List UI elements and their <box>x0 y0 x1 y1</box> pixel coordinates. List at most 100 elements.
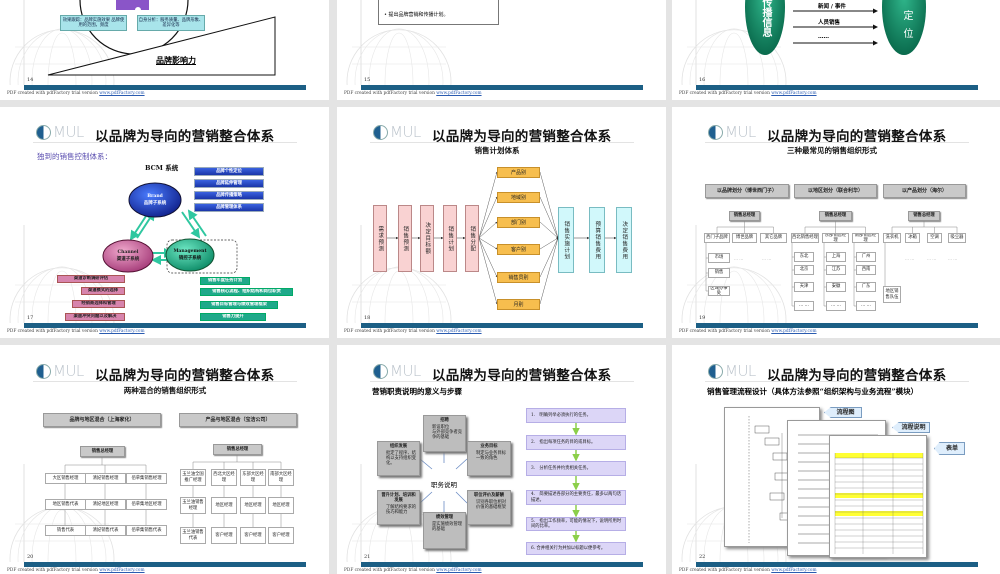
page-number: 17 <box>27 315 34 321</box>
pdf-footer: PDF created with pdfFactory trial versio… <box>7 91 145 96</box>
arrow-connector <box>181 211 201 239</box>
sales-plan-flow <box>387 171 617 305</box>
footer-link[interactable]: www.pdfFactory.com <box>771 91 817 96</box>
org-grandchild: 北京 <box>794 265 814 275</box>
arrow-connector <box>539 196 559 239</box>
left-grid-cell: 佰草集销售经理 <box>126 473 167 484</box>
footer-link[interactable]: www.pdfFactory.com <box>99 568 145 573</box>
right-grid-cell: 地区经理 <box>211 497 237 514</box>
step-box: 5. 指出工作频率，可能的情况下，说明所用时间的比率。 <box>526 517 626 531</box>
org-grandchild: … … <box>794 301 814 311</box>
sales-gm: 销售总经理 <box>213 444 262 455</box>
arrow-connector <box>187 209 207 237</box>
connector-line <box>455 458 468 470</box>
left-oval-text: 传播信息 <box>760 0 771 37</box>
job-function-title: 业务目标 <box>480 444 498 449</box>
brand-item: 品牌传播策略 <box>194 191 264 200</box>
logo-mark-icon <box>36 363 51 379</box>
hybrid-header: 产品与地区混合（宝洁公司） <box>179 413 297 427</box>
footer-bar <box>696 562 978 567</box>
arrow-connector <box>539 171 559 239</box>
right-grid-cell: 地区经理 <box>240 497 266 514</box>
org-child: 空调 <box>927 233 942 243</box>
step-box: 4. 简要描述各部分的主要责任，最多以两句话描述。 <box>526 490 626 505</box>
footer-link[interactable]: www.pdfFactory.com <box>99 329 145 334</box>
footer-bar <box>361 323 643 328</box>
plan-step: 销售计划 <box>443 205 457 272</box>
job-function-box: 招聘新设职位与外部竞争者竞争的基础 <box>423 415 466 452</box>
step-box: 1. 明确列举必须执行的任务。 <box>526 408 626 423</box>
logo-text: MUL <box>53 123 84 141</box>
flow-node <box>764 437 780 446</box>
job-function-item: 识别各职位相对价值的基础框架 <box>476 500 507 511</box>
org-type-header: 以产品划分（海尔） <box>883 184 966 198</box>
logo: MUL <box>708 124 756 140</box>
org-grandchild: 江苏 <box>826 265 846 275</box>
doc-callout: 流程说明 <box>892 422 930 433</box>
page-number: 18 <box>364 315 371 321</box>
footer-link[interactable]: www.pdfFactory.com <box>771 329 817 334</box>
job-function-title: 绩效管理 <box>435 515 454 520</box>
plan-split: 部门别 <box>497 217 540 228</box>
arrow-connector <box>478 237 498 250</box>
footer-link[interactable]: www.pdfFactory.com <box>771 568 817 573</box>
footer-text: PDF created with pdfFactory trial versio… <box>679 329 772 334</box>
management-dashed-frame <box>166 239 238 274</box>
footer-bar <box>361 85 643 90</box>
footer-bar <box>24 323 306 328</box>
logo-text: MUL <box>725 362 756 380</box>
job-function-box: 职位评价及薪酬识别各职位相对价值的基础框架 <box>467 490 511 525</box>
footer-link[interactable]: www.pdfFactory.com <box>436 568 482 573</box>
org-child: 西北销售经理 <box>791 233 819 243</box>
footer-text: PDF created with pdfFactory trial versio… <box>679 568 772 573</box>
channel-item: 经销商选择和管理 <box>72 300 125 308</box>
brand-label-en: Brand <box>147 194 163 199</box>
footer-link[interactable]: www.pdfFactory.com <box>436 91 482 96</box>
page-number: 19 <box>699 315 706 321</box>
footer-link[interactable]: www.pdfFactory.com <box>99 91 145 96</box>
globe-meridian <box>719 32 749 86</box>
subtitle: 三种最常见的销售组织形式 <box>787 146 877 155</box>
subtitle: 销售计划体系 <box>474 146 520 155</box>
logo: MUL <box>373 124 421 140</box>
channel-item: 渠道诊断调研评估 <box>57 275 125 283</box>
job-function-title: 组织发展 <box>389 444 408 449</box>
hybrid-header: 品牌与地区混合（上海家化） <box>43 413 161 427</box>
step-box: 3. 分析任务并约责相关任务。 <box>526 461 626 476</box>
logo-text: MUL <box>53 362 84 380</box>
plan-bullet: • 提出品牌营销和传播计划。 <box>384 12 449 18</box>
job-function-box: 晋升计划、培训和发展了解结构要求的技巧和能力 <box>377 490 420 525</box>
doc-callout: 流程图 <box>824 407 862 418</box>
org-trees <box>705 221 958 307</box>
form-document <box>829 435 927 558</box>
plan-step: 销售分配 <box>465 205 479 272</box>
plan-after: 预算销售费用 <box>589 207 605 273</box>
management-label-en: Management <box>173 249 207 254</box>
doc-callout: 表单 <box>934 442 965 455</box>
bcm-diagram <box>102 182 238 274</box>
pdf-footer: PDF created with pdfFactory trial versio… <box>679 91 817 96</box>
org-child: 南部销售经理 <box>852 233 879 243</box>
org-child: 西门子品牌 <box>704 233 730 243</box>
sales-gm: 销售总经理 <box>908 211 940 221</box>
globe-outline <box>9 267 115 324</box>
footer-link[interactable]: www.pdfFactory.com <box>436 329 482 334</box>
left-grid-cell: 清妃销售经理 <box>85 473 126 484</box>
communication-diagram <box>745 0 926 55</box>
slide-title: 以品牌为导向的营销整合体系 <box>95 129 275 145</box>
logo-mark-icon <box>373 363 388 379</box>
org-child: 东部销售经理 <box>822 233 849 243</box>
footer-text: PDF created with pdfFactory trial versio… <box>344 91 437 96</box>
org-child: 冰箱 <box>905 233 920 243</box>
job-function-box: 组织发展批定了程序、结构以支持组织变化。 <box>377 441 420 476</box>
title-divider <box>370 381 634 382</box>
